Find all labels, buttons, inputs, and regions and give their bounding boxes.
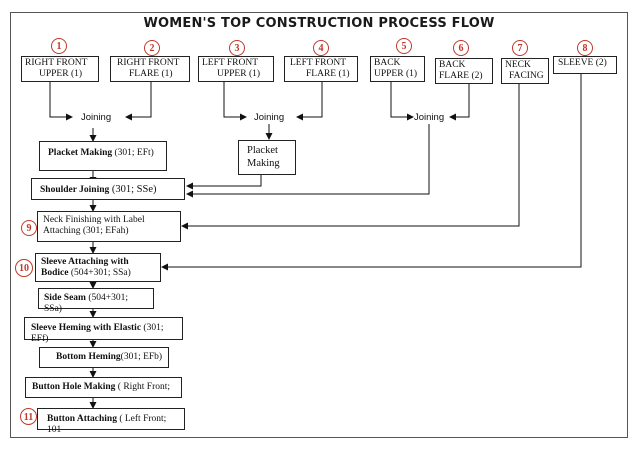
component-box-right-front-flare: RIGHT FRONT FLARE (1) <box>110 56 190 82</box>
component-number-8: 8 <box>577 40 593 56</box>
step-button-hole-making: Button Hole Making ( Right Front; <box>25 377 182 398</box>
step-line2-bold: Bodice <box>41 268 69 278</box>
component-box-back-upper: BACK UPPER (1) <box>370 56 425 82</box>
component-number-1: 1 <box>51 38 67 54</box>
connector-2-joining <box>125 81 152 121</box>
component-line2: FLARE (1) <box>306 69 350 79</box>
component-line1: NECK <box>505 60 531 70</box>
diagram-title: WOMEN'S TOP CONSTRUCTION PROCESS FLOW <box>143 16 495 31</box>
step-sleeve-heming: Sleeve Heming with Elastic (301; EFf) <box>24 317 183 344</box>
step-spec: (301; SSe) <box>109 184 157 195</box>
step-name: Sleeve Heming with Elastic <box>31 323 142 333</box>
component-line2: FLARE (1) <box>129 69 173 79</box>
step-name: Placket Making <box>48 148 113 158</box>
component-line2: UPPER (1) <box>217 69 261 79</box>
component-line1: BACK <box>374 58 401 68</box>
step-neck-finishing: Neck Finishing with Label Attaching (301… <box>37 211 181 242</box>
step-spec: ( Left Front; 101 <box>47 414 167 435</box>
joining-label-left-front: Joining <box>254 112 285 123</box>
component-line2: FLARE (2) <box>439 71 483 81</box>
connector-6-joining <box>449 83 470 121</box>
component-box-left-front-upper: LEFT FRONT UPPER (1) <box>198 56 274 82</box>
step-name: Button Attaching <box>47 414 117 424</box>
step-line2-rest: (504+301; SSa) <box>68 268 131 278</box>
step-spec: ( Right Front; <box>115 382 171 392</box>
step-shoulder-joining: Shoulder Joining (301; SSe) <box>31 178 185 200</box>
step-number-10: 10 <box>15 259 33 277</box>
component-number-7: 7 <box>512 40 528 56</box>
step-spec: (504+301; SSa) <box>44 293 129 314</box>
step-line2: Attaching (301; EFah) <box>43 226 129 236</box>
component-line1: LEFT FRONT <box>290 58 347 68</box>
step-number-11: 11 <box>20 408 37 425</box>
step-side-seam: Side Seam (504+301; SSa) <box>38 288 154 314</box>
component-line1: SLEEVE (2) <box>558 58 607 68</box>
connector-4-joining <box>296 81 323 121</box>
component-box-right-front-upper: RIGHT FRONT UPPER (1) <box>21 56 99 82</box>
connector-5-joining <box>390 81 414 121</box>
step-spec: (301; EFb) <box>120 352 163 362</box>
component-number-6: 6 <box>453 40 469 56</box>
component-box-left-front-flare: LEFT FRONT FLARE (1) <box>284 56 358 82</box>
step-placket-making-left: Placket Making <box>238 140 296 175</box>
step-name: Shoulder Joining <box>40 185 110 195</box>
joining-label-back: Joining <box>414 112 445 123</box>
connector-7-neck <box>181 83 520 230</box>
step-placket-making-right: Placket Making (301; EFt) <box>39 141 167 171</box>
diagram-frame <box>10 12 628 438</box>
connector-3-joining <box>223 81 247 121</box>
component-line2: FACING <box>509 71 544 81</box>
step-spec: (301; EFt) <box>112 148 154 158</box>
step-bottom-heming: Bottom Heming(301; EFb) <box>39 347 169 368</box>
component-line1: RIGHT FRONT <box>25 58 88 68</box>
connector-8-sleeve <box>161 74 582 271</box>
connector-1-joining <box>49 81 73 121</box>
step-line1: Placket <box>247 145 278 156</box>
component-line1: BACK <box>439 60 466 70</box>
connector-placket-left-shoulder <box>186 174 262 190</box>
component-line1: LEFT FRONT <box>202 58 259 68</box>
component-line2: UPPER (1) <box>374 69 418 79</box>
component-number-3: 3 <box>229 40 245 56</box>
step-number-9: 9 <box>21 220 37 236</box>
step-spec: (301; EFf) <box>31 323 164 344</box>
component-line2: UPPER (1) <box>39 69 83 79</box>
component-box-neck-facing: NECK FACING <box>501 58 549 84</box>
step-name: Side Seam <box>44 293 86 303</box>
component-number-5: 5 <box>396 38 412 54</box>
component-box-back-flare: BACK FLARE (2) <box>435 58 493 84</box>
component-number-2: 2 <box>144 40 160 56</box>
joining-label-right-front: Joining <box>81 112 112 123</box>
component-number-4: 4 <box>313 40 329 56</box>
step-line1: Neck Finishing with Label <box>43 215 145 225</box>
step-name: Bottom Heming <box>56 352 121 362</box>
component-line1: RIGHT FRONT <box>117 58 180 68</box>
connector-back-shoulder <box>186 124 430 198</box>
step-sleeve-attaching: Sleeve Attaching with Bodice (504+301; S… <box>35 253 161 282</box>
component-box-sleeve: SLEEVE (2) <box>553 56 617 74</box>
step-line1: Sleeve Attaching with <box>41 257 129 267</box>
step-line2: Making <box>247 157 280 169</box>
step-name: Button Hole Making <box>32 382 116 392</box>
step-button-attaching: Button Attaching ( Left Front; 101 <box>37 408 185 435</box>
